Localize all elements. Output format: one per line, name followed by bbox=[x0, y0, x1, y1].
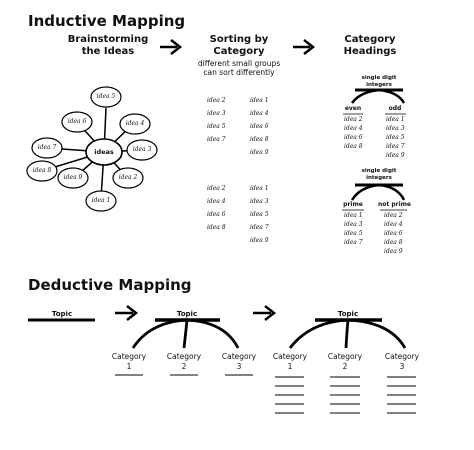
topic-label: Topic bbox=[337, 310, 359, 318]
tree2-right-item: idea 6 bbox=[384, 230, 403, 237]
bubble-label: idea 2 bbox=[118, 174, 138, 181]
category-label: Category 2 bbox=[327, 352, 363, 371]
bubble-label: idea 7 bbox=[37, 144, 57, 151]
arrow-deductive-2 bbox=[253, 305, 277, 321]
tree2-right-label: not prime bbox=[378, 201, 411, 208]
tree2-left-item: idea 1 bbox=[344, 212, 363, 219]
arrow-step1-to-step2 bbox=[160, 39, 183, 55]
step3-heading: Category Headings bbox=[343, 34, 397, 57]
sort1-item: idea 6 bbox=[250, 123, 269, 130]
bubble-center-label: ideas bbox=[94, 148, 114, 156]
tree2-right-item: idea 9 bbox=[384, 248, 403, 255]
step2-heading: Sorting by Category bbox=[209, 34, 269, 57]
category-label: Category 1 bbox=[111, 352, 147, 371]
sort1-item: idea 1 bbox=[250, 97, 269, 104]
deductive-tree3 bbox=[275, 318, 416, 414]
sort2-item: idea 6 bbox=[207, 211, 226, 218]
tree1-connector bbox=[343, 88, 406, 115]
sort1-item: idea 8 bbox=[250, 136, 269, 143]
tree1-heading: single digit integers bbox=[361, 75, 397, 88]
step1-heading: Brainstorming the Ideas bbox=[67, 34, 149, 57]
topic-label: Topic bbox=[51, 310, 73, 318]
sort2-item: idea 1 bbox=[250, 185, 269, 192]
sort2-item: idea 5 bbox=[250, 211, 269, 218]
category-label: Category 1 bbox=[272, 352, 308, 371]
tree1-left-item: idea 2 bbox=[344, 116, 363, 123]
tree1-left-item: idea 6 bbox=[344, 134, 363, 141]
sort1-item: idea 3 bbox=[207, 110, 226, 117]
arrow-step2-to-step3 bbox=[293, 39, 316, 55]
sort2-item: idea 2 bbox=[207, 185, 226, 192]
sort1-item: idea 2 bbox=[207, 97, 226, 104]
tree1-right-item: idea 1 bbox=[386, 116, 405, 123]
tree1-right-item: idea 7 bbox=[386, 143, 405, 150]
inductive-title: Inductive Mapping bbox=[28, 12, 186, 30]
sort2-item: idea 7 bbox=[250, 224, 269, 231]
bubble-label: idea 1 bbox=[91, 197, 111, 204]
deductive-tree2 bbox=[115, 318, 253, 376]
sort1-item: idea 5 bbox=[207, 123, 226, 130]
tree1-right-item: idea 3 bbox=[386, 125, 405, 132]
bubble-label: idea 5 bbox=[96, 93, 116, 100]
sort2-item: idea 4 bbox=[207, 198, 226, 205]
bubble-label: idea 8 bbox=[32, 167, 52, 174]
tree2-left-label: prime bbox=[343, 201, 363, 208]
category-label: Category 3 bbox=[384, 352, 420, 371]
sort2-item: idea 8 bbox=[207, 224, 226, 231]
tree2-left-item: idea 3 bbox=[344, 221, 363, 228]
tree1-right-label: odd bbox=[388, 105, 402, 112]
tree2-right-item: idea 4 bbox=[384, 221, 403, 228]
sort1-item: idea 4 bbox=[250, 110, 269, 117]
arrow-deductive-1 bbox=[115, 305, 139, 321]
tree2-right-item: idea 2 bbox=[384, 212, 403, 219]
sort1-item: idea 9 bbox=[250, 149, 269, 156]
step2-note: different small groups can sort differen… bbox=[197, 59, 281, 77]
bubble-label: idea 6 bbox=[67, 118, 87, 125]
deductive-title: Deductive Mapping bbox=[28, 276, 192, 294]
bubble-label: idea 4 bbox=[125, 120, 145, 127]
tree2-left-item: idea 7 bbox=[344, 239, 363, 246]
sort2-item: idea 9 bbox=[250, 237, 269, 244]
tree1-left-item: idea 4 bbox=[344, 125, 363, 132]
topic-label: Topic bbox=[176, 310, 198, 318]
bubble-label: idea 9 bbox=[63, 174, 83, 181]
sort1-item: idea 7 bbox=[207, 136, 226, 143]
sort2-item: idea 3 bbox=[250, 198, 269, 205]
tree1-left-item: idea 8 bbox=[344, 143, 363, 150]
category-label: Category 3 bbox=[221, 352, 257, 371]
tree2-right-item: idea 8 bbox=[384, 239, 403, 246]
tree1-left-label: even bbox=[344, 105, 362, 112]
tree1-right-item: idea 5 bbox=[386, 134, 405, 141]
idea-bubbles bbox=[26, 86, 158, 212]
tree2-left-item: idea 5 bbox=[344, 230, 363, 237]
tree1-right-item: idea 9 bbox=[386, 152, 405, 159]
category-label: Category 2 bbox=[166, 352, 202, 371]
bubble-label: idea 3 bbox=[132, 146, 152, 153]
tree2-connector bbox=[342, 183, 407, 211]
tree2-heading: single digit integers bbox=[361, 168, 397, 181]
